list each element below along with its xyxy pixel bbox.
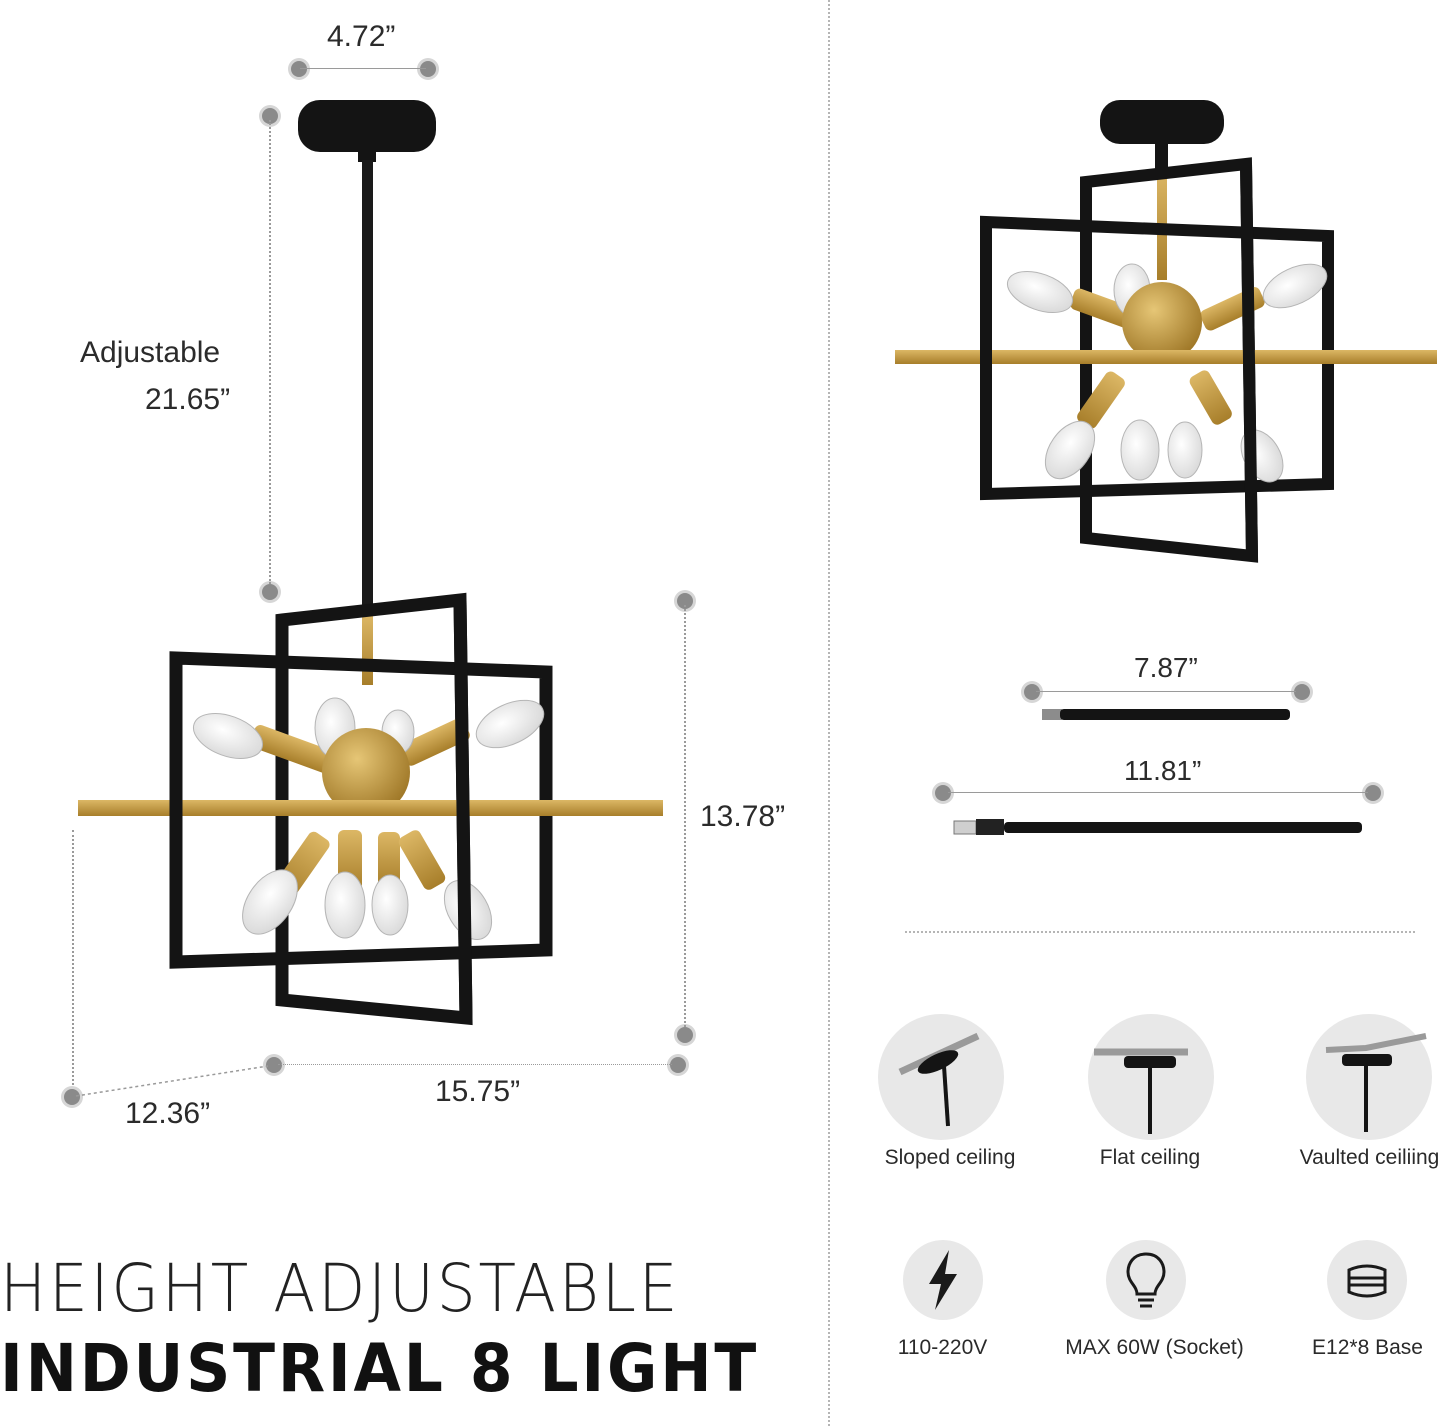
long-rod-illustration [953, 819, 1362, 835]
dimension-line [72, 830, 74, 1085]
heading-line-2: INDUSTRIAL 8 LIGHT [0, 1330, 760, 1407]
dimension-line [278, 1064, 672, 1065]
short-rod-illustration [1042, 709, 1290, 720]
marker-dot [262, 108, 278, 124]
ceiling-type-label: Vaulted ceiliing [1299, 1146, 1440, 1169]
marker-dot [266, 1057, 282, 1073]
marker-dot [291, 61, 307, 77]
vaulted-ceiling-icon [1306, 1014, 1432, 1140]
heading-line-1: HEIGHT ADJUSTABLE [0, 1250, 681, 1327]
depth-dimension-line [75, 1065, 269, 1097]
dimension-line [684, 605, 686, 1027]
ceiling-type-label: Sloped ceiling [884, 1146, 1016, 1169]
width-label: 15.75” [435, 1075, 521, 1108]
marker-dot [677, 593, 693, 609]
dimension-line [948, 792, 1368, 793]
marker-dot [935, 785, 951, 801]
dimension-line [1036, 691, 1296, 692]
horizontal-divider [905, 931, 1415, 933]
marker-dot [677, 1027, 693, 1043]
canopy-width-label: 4.72” [327, 20, 396, 53]
marker-dot [64, 1089, 80, 1105]
marker-dot [1294, 684, 1310, 700]
spec-label: MAX 60W (Socket) [1065, 1336, 1244, 1359]
ceiling-type-label: Flat ceiling [1099, 1146, 1201, 1169]
lightning-icon [903, 1240, 983, 1320]
sloped-ceiling-icon [878, 1014, 1004, 1140]
height-label: 13.78” [700, 800, 786, 833]
base-icon [1327, 1240, 1407, 1320]
adjustable-length-label: 21.65” [145, 383, 231, 416]
bulb-icon [1106, 1240, 1186, 1320]
spec-label: E12*8 Base [1312, 1336, 1423, 1359]
adjustable-label: Adjustable [80, 336, 221, 369]
depth-label: 12.36” [125, 1097, 211, 1130]
chandelier-flush-illustration [895, 100, 1437, 563]
dimension-line [269, 120, 271, 584]
spec-label: 110-220V [897, 1336, 988, 1359]
flat-ceiling-icon [1088, 1014, 1214, 1140]
marker-dot [1024, 684, 1040, 700]
marker-dot [1365, 785, 1381, 801]
marker-dot [670, 1057, 686, 1073]
dimension-line [300, 68, 426, 69]
vertical-divider [828, 0, 830, 1426]
marker-dot [420, 61, 436, 77]
rod-short-label: 7.87” [1134, 652, 1198, 683]
rod-long-label: 11.81” [1124, 755, 1202, 786]
marker-dot [262, 584, 278, 600]
chandelier-main-illustration [78, 100, 663, 1026]
